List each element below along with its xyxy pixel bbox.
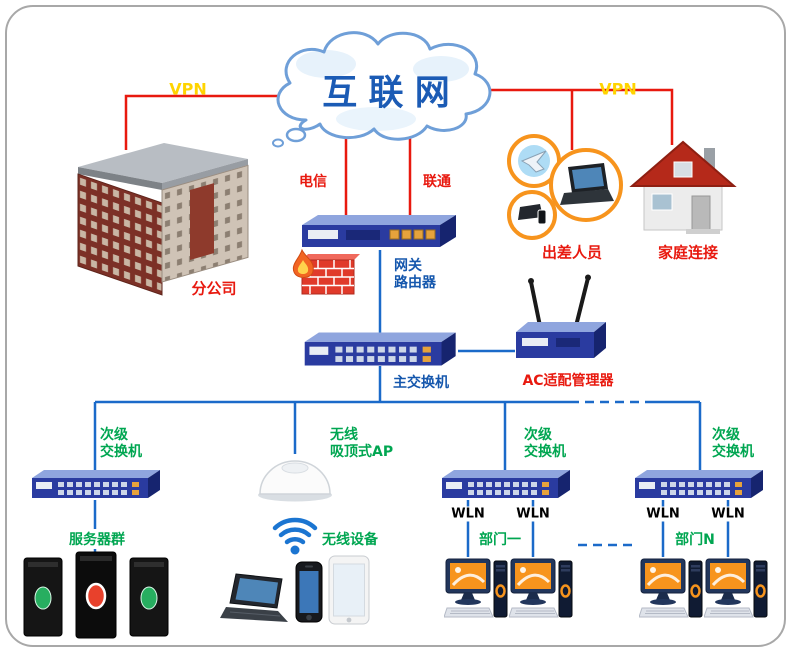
ceiling-ap-label: 无线 吸顶式AP [330,427,394,460]
secondary-switch-left-icon [28,468,162,504]
link-cloud-branch [124,94,292,150]
department-n-label: 部门N [672,529,718,549]
desktop-pc-icon [509,555,573,639]
desktop-pc-icon [444,555,508,639]
link-cloud-home [478,88,674,145]
business-travelers-icon [496,131,638,247]
internet-cloud-icon [256,24,510,152]
wln-label-3: WLN [643,506,683,522]
department-one-label: 部门一 [476,529,524,549]
home-connection-label: 家庭连接 [657,243,719,262]
lan-links [93,250,730,557]
business-travelers-label: 出差人员 [541,243,603,262]
diagram-border [5,5,786,647]
home-house-icon [628,132,738,238]
gateway-router-icon [298,213,458,255]
telecom-label: 电信 [299,174,327,190]
wln-label-4: WLN [708,506,748,522]
unicom-label: 联通 [423,174,451,190]
vpn-right-label: VPN [599,79,637,99]
wireless-devices-label: 无线设备 [322,532,378,548]
wln-label-1: WLN [448,506,488,522]
desktop-pc-icon [639,555,703,639]
branch-office-label: 分公司 [191,279,237,298]
secondary-switch-mid-label: 次级 交换机 [524,427,566,460]
secondary-switch-mid-icon [438,468,572,504]
main-switch-icon [300,330,458,372]
ac-controller-icon [510,274,612,372]
secondary-switch-right-label: 次级 交换机 [712,427,754,460]
wifi-signal-icon [272,502,318,560]
secondary-switch-left-label: 次级 交换机 [100,427,142,460]
ac-controller-label: AC适配管理器 [522,373,614,389]
wan-links [124,88,674,218]
main-switch-label: 主交换机 [393,375,449,391]
firewall-icon [288,248,362,304]
vpn-left-label: VPN [169,79,207,99]
internet-label: 互联网 [322,73,461,114]
tablet-icon [327,554,371,630]
gateway-router-label: 网关 路由器 [394,258,436,291]
desktop-pc-icon [704,555,768,639]
server-group-label: 服务器群 [66,529,128,549]
wln-label-2: WLN [513,506,553,522]
branch-building-icon [70,133,255,305]
smartphone-icon [294,560,324,628]
server-group-icon [22,550,172,644]
ceiling-ap-icon [256,450,334,506]
secondary-switch-right-icon [631,468,765,504]
laptop-icon [220,572,294,630]
